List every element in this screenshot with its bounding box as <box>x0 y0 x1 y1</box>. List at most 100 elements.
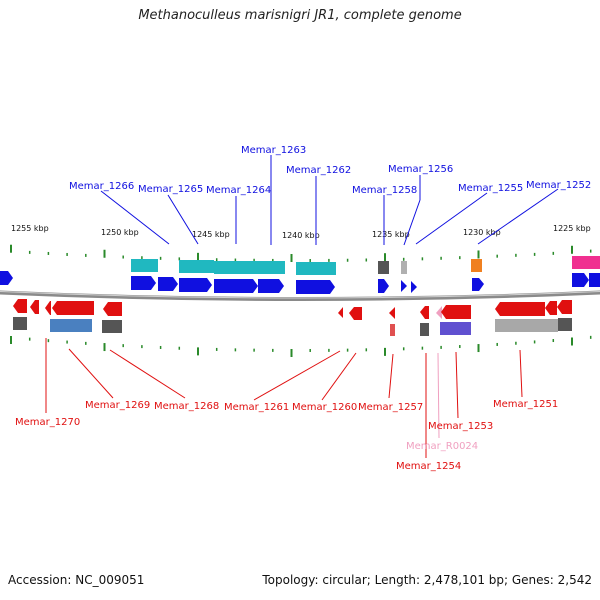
gene-label-memar-1252[interactable]: Memar_1252 <box>526 180 591 191</box>
gene-label-memar-1270[interactable]: Memar_1270 <box>15 417 80 428</box>
reverse-cds <box>13 317 572 336</box>
genome-summary-text: Topology: circular; Length: 2,478,101 bp… <box>262 573 592 587</box>
tick-label-1255: 1255 kbp <box>11 224 49 233</box>
leader-line <box>519 349 523 398</box>
gene-arrow[interactable] <box>572 273 589 287</box>
gene-arrow[interactable] <box>131 276 156 290</box>
gene-label-memar-1257[interactable]: Memar_1257 <box>358 402 423 413</box>
leader-line <box>415 192 488 245</box>
reverse-genes <box>13 299 572 320</box>
tick-label-1240: 1240 kbp <box>282 231 320 240</box>
reverse-labels: Memar_1270 Memar_1269 Memar_1268 Memar_1… <box>15 399 558 472</box>
gene-label-memar-1260[interactable]: Memar_1260 <box>292 402 357 413</box>
gene-arrow[interactable] <box>401 280 407 292</box>
reverse-label-leaders <box>45 338 523 458</box>
gene-arrow[interactable] <box>214 279 258 293</box>
leader-line <box>403 199 421 246</box>
cds-box[interactable] <box>495 319 558 332</box>
gene-arrow[interactable] <box>545 301 557 315</box>
gene-arrow[interactable] <box>557 300 572 314</box>
cds-box[interactable] <box>258 261 285 274</box>
gene-arrow[interactable] <box>589 273 600 287</box>
gene-arrow[interactable] <box>472 278 484 291</box>
gene-label-memar-1261[interactable]: Memar_1261 <box>224 402 289 413</box>
scale-tick-labels: 1255 kbp 1250 kbp 1245 kbp 1240 kbp 1235… <box>11 224 591 240</box>
gene-arrow[interactable] <box>296 280 335 294</box>
tick-label-1250: 1250 kbp <box>101 228 139 237</box>
cds-box[interactable] <box>440 322 471 335</box>
gene-label-memar-1256[interactable]: Memar_1256 <box>388 164 453 175</box>
cds-box[interactable] <box>390 324 395 336</box>
tick-label-1230: 1230 kbp <box>463 228 501 237</box>
gene-label-memar-1262[interactable]: Memar_1262 <box>286 165 351 176</box>
cds-box[interactable] <box>296 262 336 275</box>
gene-arrow[interactable] <box>45 301 51 315</box>
gene-arrow[interactable] <box>338 307 343 318</box>
gene-arrow[interactable] <box>349 307 362 320</box>
leader-line <box>68 348 114 399</box>
leader-line <box>455 351 459 419</box>
gene-arrow[interactable] <box>30 300 39 314</box>
forward-labels: Memar_1266 Memar_1265 Memar_1264 Memar_1… <box>69 145 591 196</box>
gene-label-memar-1255[interactable]: Memar_1255 <box>458 183 523 194</box>
forward-label-leaders <box>100 155 559 246</box>
gene-label-memar-1253[interactable]: Memar_1253 <box>428 421 493 432</box>
cds-box[interactable] <box>572 256 600 269</box>
gene-label-memar-1269[interactable]: Memar_1269 <box>85 400 150 411</box>
gene-arrow[interactable] <box>411 281 417 293</box>
tick-label-1245: 1245 kbp <box>192 230 230 239</box>
tick-label-1235: 1235 kbp <box>372 230 410 239</box>
genome-backbone <box>0 290 600 301</box>
scale-ticks-top <box>10 244 592 262</box>
cds-box[interactable] <box>50 319 92 332</box>
gene-label-memar-1251[interactable]: Memar_1251 <box>493 399 558 410</box>
gene-label-memar-1254[interactable]: Memar_1254 <box>396 461 461 472</box>
accession-text: Accession: NC_009051 <box>8 573 145 587</box>
gene-arrow[interactable] <box>179 278 212 292</box>
gene-label-memar-1263[interactable]: Memar_1263 <box>241 145 306 156</box>
gene-arrow[interactable] <box>258 279 284 293</box>
gene-label-memar-1266[interactable]: Memar_1266 <box>69 181 134 192</box>
gene-arrow[interactable] <box>436 306 442 319</box>
gene-label-memar-r0024[interactable]: Memar_R0024 <box>406 441 478 452</box>
cds-box[interactable] <box>401 261 407 274</box>
gene-arrow[interactable] <box>420 306 429 319</box>
genome-backbone-highlight <box>0 290 600 299</box>
gene-label-memar-1268[interactable]: Memar_1268 <box>154 401 219 412</box>
gene-arrow[interactable] <box>103 302 122 316</box>
map-title: Methanoculleus marisnigri JR1, complete … <box>138 8 462 23</box>
cds-box[interactable] <box>558 318 572 331</box>
cds-box[interactable] <box>102 320 122 333</box>
leader-line <box>477 188 559 245</box>
leader-line-rna <box>437 352 440 439</box>
gene-arrow[interactable] <box>389 307 395 319</box>
forward-genes <box>0 271 600 294</box>
cds-box[interactable] <box>471 259 482 272</box>
cds-box[interactable] <box>13 317 27 330</box>
gene-arrow[interactable] <box>378 279 389 293</box>
gene-label-memar-1264[interactable]: Memar_1264 <box>206 185 271 196</box>
cds-box[interactable] <box>420 323 429 336</box>
cds-box[interactable] <box>179 260 214 273</box>
gene-label-memar-1258[interactable]: Memar_1258 <box>352 185 417 196</box>
gene-label-memar-1265[interactable]: Memar_1265 <box>138 184 203 195</box>
gene-arrow[interactable] <box>13 299 27 313</box>
gene-arrow[interactable] <box>52 301 94 315</box>
leader-line <box>388 353 394 399</box>
forward-cds <box>131 256 600 275</box>
leader-line <box>321 352 357 401</box>
tick-label-1225: 1225 kbp <box>553 224 591 233</box>
scale-ticks-bottom <box>10 335 592 357</box>
leader-line <box>100 190 170 245</box>
cds-box[interactable] <box>214 261 258 274</box>
gene-arrow[interactable] <box>0 271 13 285</box>
leader-line <box>109 349 186 399</box>
cds-box[interactable] <box>131 259 158 272</box>
leader-line <box>253 350 341 401</box>
gene-arrow[interactable] <box>158 277 178 291</box>
gene-arrow[interactable] <box>495 302 545 316</box>
gene-arrow[interactable] <box>441 305 471 319</box>
cds-box[interactable] <box>378 261 389 274</box>
